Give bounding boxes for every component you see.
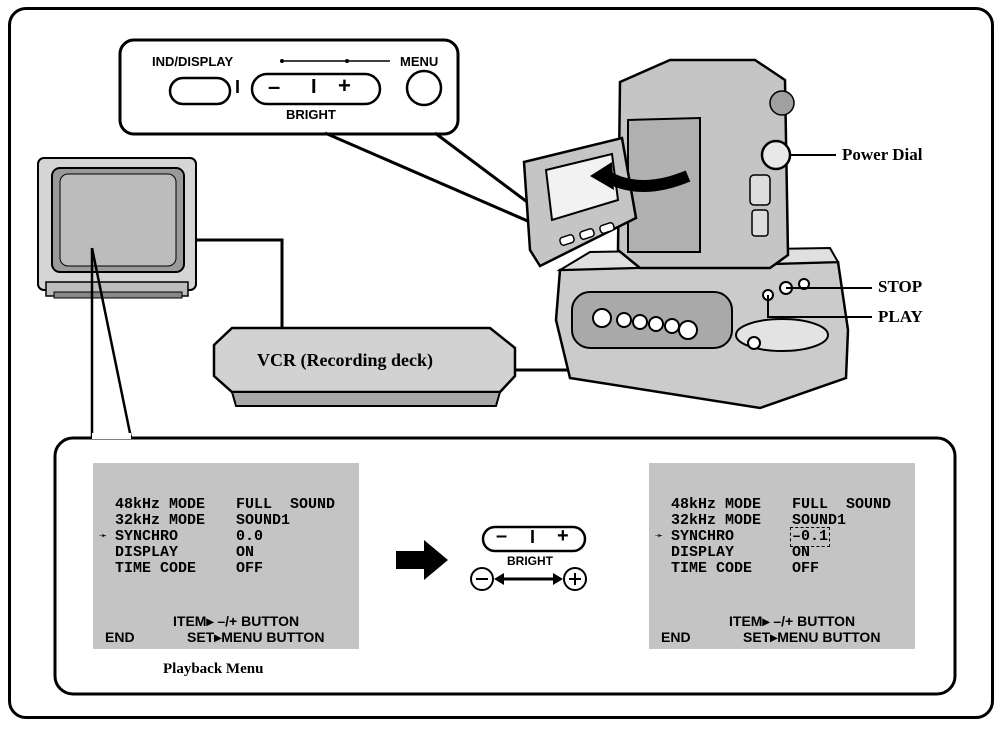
- menu-item: SYNCHRO: [115, 528, 179, 545]
- small-minus: –: [496, 525, 508, 547]
- menu-value: ON: [236, 544, 255, 561]
- item-hint: ITEM▸ –/+ BUTTON: [173, 613, 300, 629]
- right-arrow-icon: [396, 540, 448, 580]
- menu-value-highlighted: –0.1: [789, 527, 831, 547]
- ind-display-button: [168, 76, 232, 106]
- power-dial: [760, 139, 792, 171]
- menu-value: OFF: [792, 560, 820, 577]
- small-divider: I: [530, 527, 536, 547]
- menu-item: TIME CODE: [115, 560, 197, 577]
- menu-value: 0.0: [236, 528, 264, 545]
- pointer-icon: ➛: [99, 529, 107, 544]
- vcr-label: VCR (Recording deck): [257, 350, 433, 370]
- bright-rocker: [250, 72, 382, 106]
- menu-label: MENU: [400, 54, 439, 69]
- menu-item: DISPLAY: [115, 544, 179, 561]
- menu-value: FULL SOUND: [236, 496, 336, 513]
- set-hint: SET▸MENU BUTTON: [743, 629, 881, 645]
- bright-label: BRIGHT: [286, 107, 336, 122]
- ind-display-label: IND/DISPLAY: [152, 54, 234, 69]
- menu-value: SOUND1: [792, 512, 847, 529]
- stop-label: STOP: [878, 277, 923, 296]
- small-bright-label: BRIGHT: [507, 554, 553, 568]
- power-dial-label: Power Dial: [842, 145, 923, 164]
- menu-value: SOUND1: [236, 512, 291, 529]
- small-plus: +: [557, 525, 569, 547]
- menu-item: 48kHz MODE: [115, 496, 206, 513]
- bright-divider: I: [311, 76, 317, 98]
- end-label: END: [661, 629, 691, 645]
- playback-menu-caption: Playback Menu: [163, 661, 264, 677]
- bright-plus: +: [338, 73, 351, 98]
- end-label: END: [105, 629, 135, 645]
- play-label: PLAY: [878, 307, 923, 326]
- menu-value: ON: [792, 544, 811, 561]
- menu-button: [405, 69, 443, 107]
- double-arrow-icon: [494, 573, 504, 585]
- menu-item: DISPLAY: [671, 544, 735, 561]
- menu-item: TIME CODE: [671, 560, 753, 577]
- docking-station: [554, 246, 850, 410]
- camcorder: [522, 58, 795, 270]
- menu-value: OFF: [236, 560, 264, 577]
- item-hint: ITEM▸ –/+ BUTTON: [729, 613, 856, 629]
- menu-item: 32kHz MODE: [671, 512, 762, 529]
- menu-value: FULL SOUND: [792, 496, 892, 513]
- pointer-icon: ➛: [655, 529, 663, 544]
- playback-menu-after: 48kHz MODE FULL SOUND 32kHz MODE SOUND1 …: [649, 463, 915, 649]
- panel-divider: I: [235, 77, 241, 97]
- bright-rocker-small: [481, 525, 587, 553]
- set-hint: SET▸MENU BUTTON: [187, 629, 325, 645]
- playback-menu-before: 48kHz MODE FULL SOUND 32kHz MODE SOUND1 …: [93, 463, 359, 649]
- tv-monitor: [37, 157, 197, 299]
- outer-frame: [8, 7, 994, 719]
- vcr-deck: [212, 326, 517, 407]
- bright-minus: –: [268, 74, 281, 99]
- menu-item: SYNCHRO: [671, 528, 735, 545]
- menu-item: 32kHz MODE: [115, 512, 206, 529]
- menu-item: 48kHz MODE: [671, 496, 762, 513]
